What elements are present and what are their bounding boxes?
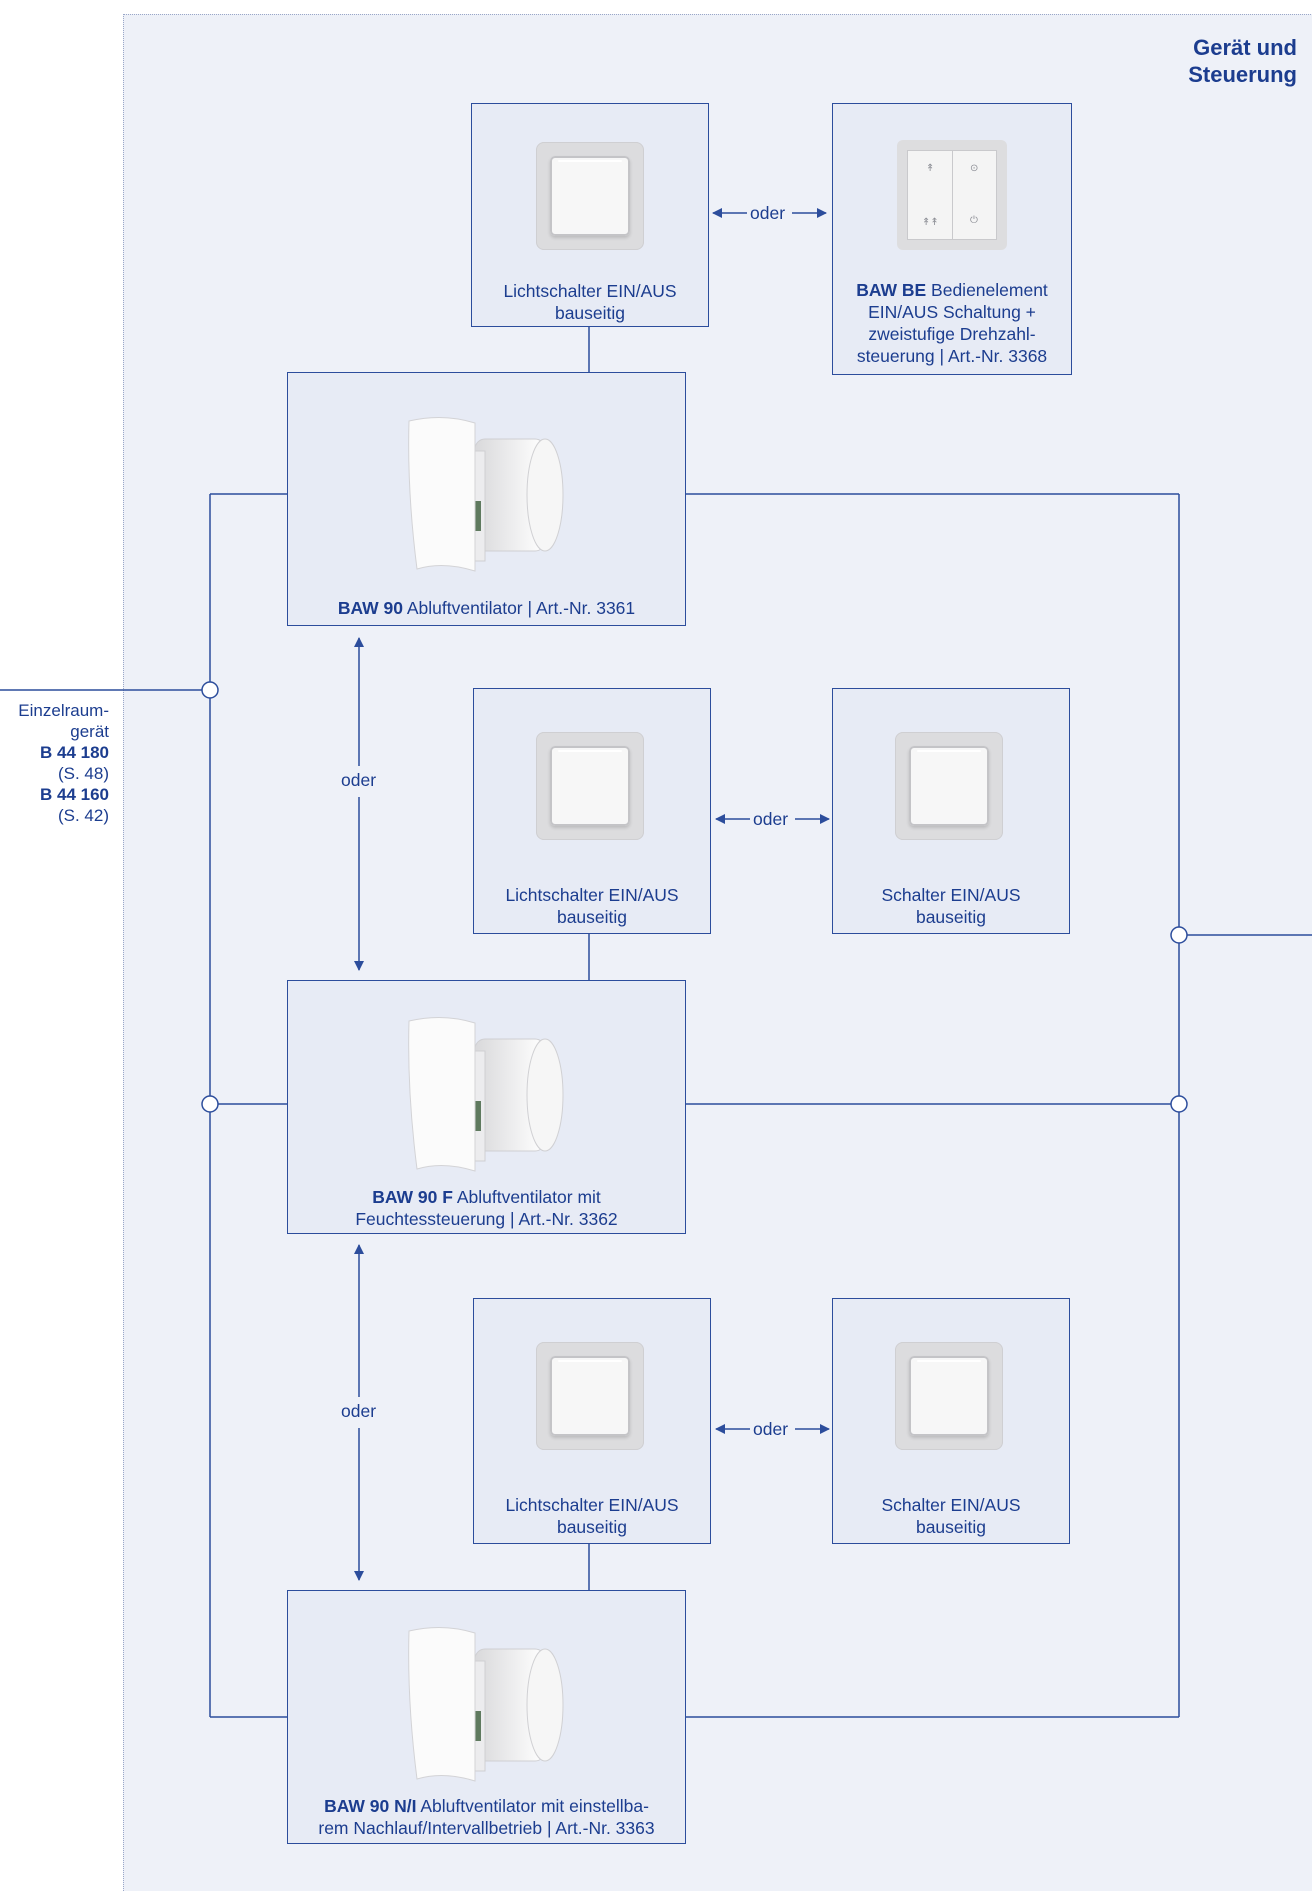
junction-node	[202, 682, 218, 698]
oder-label: oder	[751, 809, 790, 829]
switch-caption-line-1: Lichtschalter EIN/AUS	[474, 884, 710, 906]
switch-caption-line-2: bauseitig	[474, 906, 710, 928]
control-caption-line-4: steuerung | Art.-Nr. 3368	[833, 345, 1071, 367]
title-line-2: Steuerung	[1188, 61, 1297, 88]
fan-model-name: BAW 90 N/I	[324, 1796, 416, 1816]
light-switch-icon	[536, 142, 644, 250]
single-room-device-label: Einzelraum- gerät B 44 180 (S. 48) B 44 …	[18, 700, 109, 826]
switch-icon	[895, 732, 1003, 840]
control-caption-line-1: Bedienelement	[926, 280, 1048, 300]
switch-caption-line-2: bauseitig	[474, 1516, 710, 1538]
switch-box-3: Schalter EIN/AUS bauseitig	[832, 1298, 1070, 1544]
switch-box-2: Schalter EIN/AUS bauseitig	[832, 688, 1070, 934]
fan-icon	[403, 1621, 573, 1791]
switch-caption-line-1: Schalter EIN/AUS	[833, 1494, 1069, 1516]
control-caption-line-2: EIN/AUS Schaltung +	[833, 301, 1071, 323]
control-model-name: BAW BE	[856, 280, 926, 300]
switch-caption-line-1: Lichtschalter EIN/AUS	[472, 280, 708, 302]
control-element-box: ↟ ⊙ ↟↟ ⏻ BAW BE Bedienelement EIN/AUS Sc…	[832, 103, 1072, 375]
oder-label: oder	[748, 203, 787, 223]
fan-box-baw90f: BAW 90 F Abluftventilator mit Feuchtesst…	[287, 980, 686, 1234]
light-switch-icon	[536, 732, 644, 840]
title-line-1: Gerät und	[1188, 34, 1297, 61]
switch-icon	[895, 1342, 1003, 1450]
page-ref-42: (S. 42)	[18, 805, 109, 826]
light-switch-icon	[536, 1342, 644, 1450]
switch-caption-line-2: bauseitig	[833, 1516, 1069, 1538]
switch-caption-line-1: Lichtschalter EIN/AUS	[474, 1494, 710, 1516]
light-switch-box-3: Lichtschalter EIN/AUS bauseitig	[473, 1298, 711, 1544]
switch-caption-line-1: Schalter EIN/AUS	[833, 884, 1069, 906]
switch-caption-line-2: bauseitig	[833, 906, 1069, 928]
light-switch-box-1: Lichtschalter EIN/AUS bauseitig	[471, 103, 709, 327]
model-b44160: B 44 160	[18, 784, 109, 805]
light-switch-box-2: Lichtschalter EIN/AUS bauseitig	[473, 688, 711, 934]
fan-model-name: BAW 90 F	[372, 1187, 453, 1207]
fan-icon	[403, 1011, 573, 1181]
oder-label: oder	[339, 1401, 378, 1421]
junction-node	[202, 1096, 218, 1112]
fan-icon	[403, 411, 573, 581]
fan-caption-line-2: rem Nachlauf/Intervallbetrieb | Art.-Nr.…	[288, 1817, 685, 1839]
fan-caption-line-1: Abluftventilator | Art.-Nr. 3361	[403, 598, 635, 618]
fan-box-baw90ni: BAW 90 N/I Abluftventilator mit einstell…	[287, 1590, 686, 1844]
oder-label: oder	[751, 1419, 790, 1439]
switch-caption-line-2: bauseitig	[472, 302, 708, 324]
fan-caption-line-2: Feuchtessteuerung | Art.-Nr. 3362	[288, 1208, 685, 1230]
oder-label: oder	[339, 770, 378, 790]
fan-caption-line-1: Abluftventilator mit einstellba-	[416, 1796, 648, 1816]
label-line-2: gerät	[18, 721, 109, 742]
model-b44180: B 44 180	[18, 742, 109, 763]
control-panel-icon: ↟ ⊙ ↟↟ ⏻	[897, 140, 1007, 250]
junction-node	[1171, 1096, 1187, 1112]
page-ref-48: (S. 48)	[18, 763, 109, 784]
page-title: Gerät und Steuerung	[1188, 34, 1297, 88]
control-caption-line-3: zweistufige Drehzahl-	[833, 323, 1071, 345]
fan-caption-line-1: Abluftventilator mit	[453, 1187, 601, 1207]
fan-box-baw90: BAW 90 Abluftventilator | Art.-Nr. 3361	[287, 372, 686, 626]
junction-node	[1171, 927, 1187, 943]
label-line-1: Einzelraum-	[18, 700, 109, 721]
fan-model-name: BAW 90	[338, 598, 403, 618]
